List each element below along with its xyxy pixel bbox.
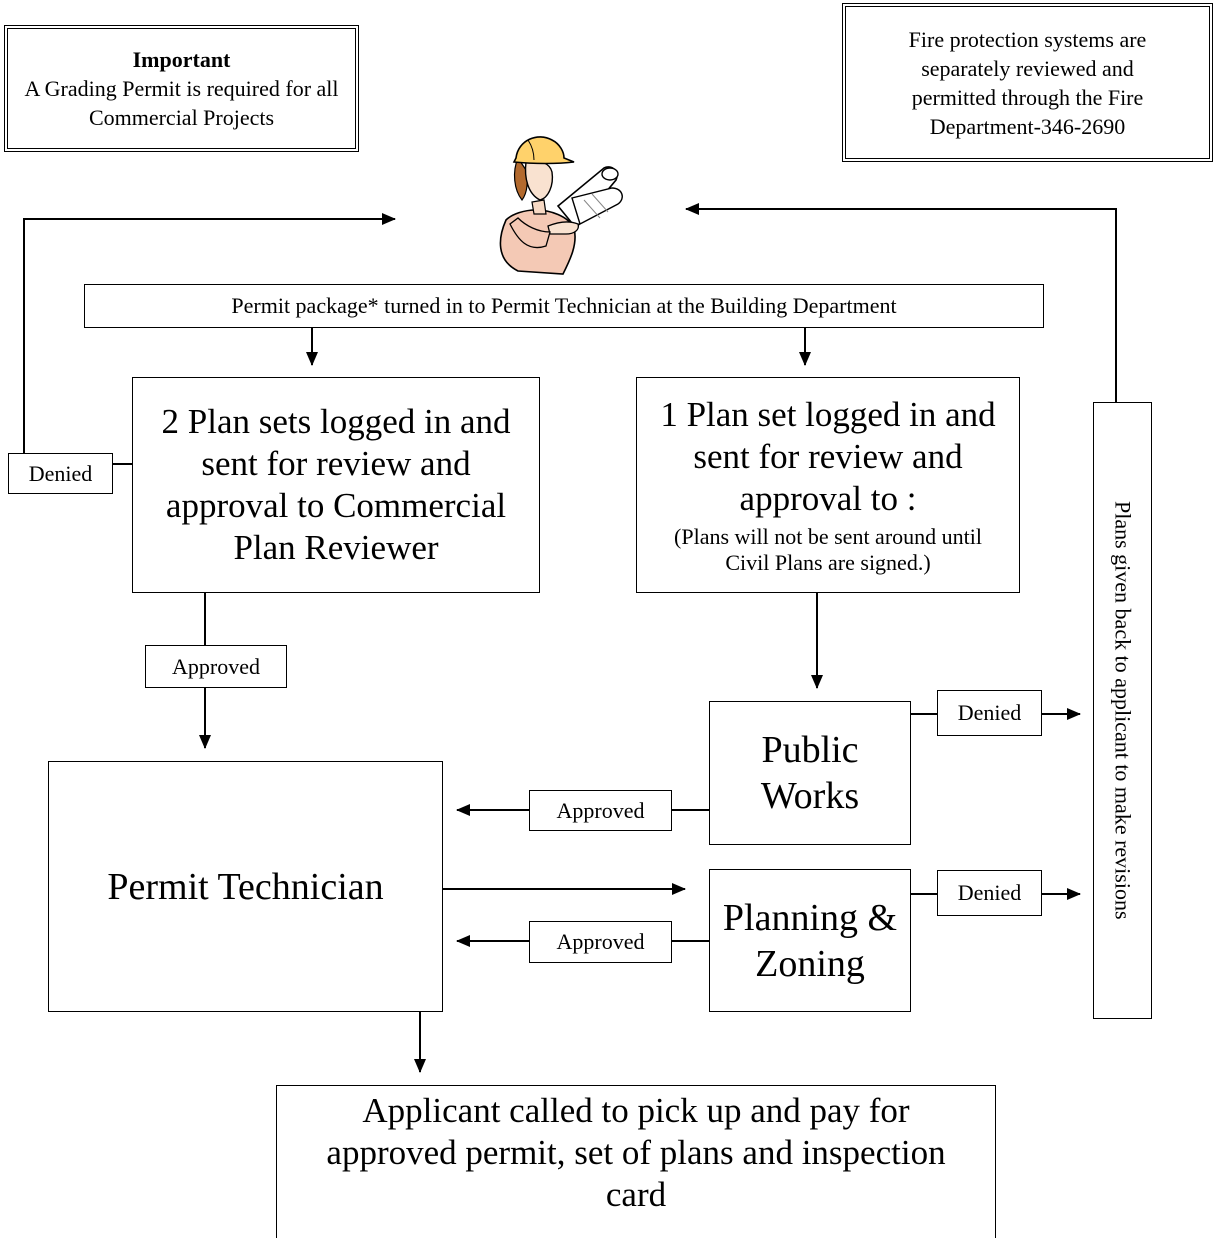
commercial-review-step: 2 Plan sets logged in and sent for revie… bbox=[132, 377, 540, 593]
permit-package-text: Permit package* turned in to Permit Tech… bbox=[231, 293, 897, 318]
fire-protection-note: Fire protection systems are separately r… bbox=[842, 3, 1213, 162]
fire-protection-text: Fire protection systems are separately r… bbox=[908, 26, 1147, 139]
return-loop-right-arrow bbox=[685, 203, 1117, 402]
permit-technician-step: Permit Technician bbox=[48, 761, 443, 1012]
important-note-body: A Grading Permit is required for all Com… bbox=[24, 76, 339, 130]
commercial-review-text: 2 Plan sets logged in and sent for revie… bbox=[161, 402, 511, 567]
plans-given-back-step: Plans given back to applicant to make re… bbox=[1093, 402, 1152, 1019]
one-plan-set-step: 1 Plan set logged in and sent for review… bbox=[636, 377, 1020, 593]
permit-package-step: Permit package* turned in to Permit Tech… bbox=[84, 284, 1044, 328]
public-works-step: Public Works bbox=[709, 701, 911, 845]
one-plan-set-text: 1 Plan set logged in and sent for review… bbox=[660, 395, 996, 518]
approved-label-commercial: Approved bbox=[145, 645, 287, 688]
approved-label-public-works: Approved bbox=[529, 790, 672, 831]
public-works-text: Public Works bbox=[760, 729, 860, 817]
plans-given-back-text: Plans given back to applicant to make re… bbox=[1110, 501, 1136, 920]
denied-label-public-works: Denied bbox=[937, 690, 1042, 736]
planning-zoning-step: Planning & Zoning bbox=[709, 869, 911, 1012]
applicant-step: Applicant called to pick up and pay for … bbox=[276, 1085, 996, 1238]
approved-label-planning: Approved bbox=[529, 921, 672, 963]
important-note: Important A Grading Permit is required f… bbox=[4, 25, 359, 152]
one-plan-set-note: (Plans will not be sent around until Civ… bbox=[674, 524, 982, 575]
denied-label-planning: Denied bbox=[937, 870, 1042, 916]
important-note-title: Important bbox=[132, 47, 231, 72]
permit-technician-text: Permit Technician bbox=[107, 865, 384, 908]
construction-worker-with-blueprints-icon bbox=[499, 136, 623, 275]
planning-zoning-text: Planning & Zoning bbox=[722, 896, 898, 985]
denied-label-left: Denied bbox=[8, 453, 113, 494]
applicant-text: Applicant called to pick up and pay for … bbox=[326, 1091, 946, 1214]
